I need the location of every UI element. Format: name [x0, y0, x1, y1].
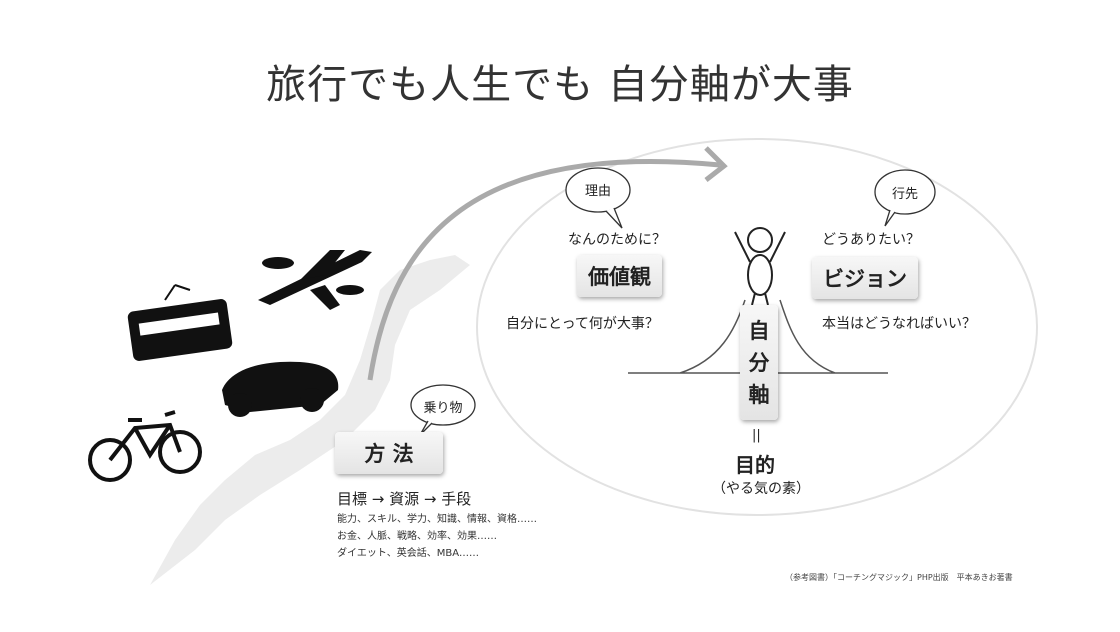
vision-box: ビジョン [812, 257, 918, 299]
vehicle-bubble-text: 乗り物 [423, 401, 463, 416]
method-flow: 目標 → 資源 → 手段 [337, 490, 472, 508]
values-box: 価値観 [577, 255, 662, 297]
example-line: ダイエット、英会話、MBA…… [337, 548, 480, 559]
self-axis-box: 自 分 軸 [740, 305, 778, 420]
purpose-subtext: （やる気の素） [712, 481, 810, 497]
airplane-icon [258, 250, 372, 310]
axis-char: 自 [748, 318, 770, 343]
bicycle-icon [88, 410, 202, 482]
tram-icon [127, 284, 233, 361]
method-box: 方 法 [335, 432, 443, 474]
japan-map [150, 255, 470, 585]
reason-bubble-text: 理由 [584, 184, 611, 199]
values-subtext: 自分にとって何が大事？ [506, 316, 659, 332]
speech-bubbles [410, 167, 936, 436]
reference-note: （参考図書）「コーチングマジック」PHP出版 平本あきお著書 [785, 573, 1013, 582]
example-line: 能力、スキル、学力、知識、情報、資格…… [337, 514, 537, 525]
example-line: お金、人脈、戦略、効率、効果…… [337, 531, 497, 542]
person-icon [734, 227, 786, 306]
values-question: なんのために？ [568, 232, 666, 248]
axis-char: 分 [748, 350, 770, 375]
car-icon [222, 361, 339, 417]
axis-char: 軸 [748, 382, 770, 407]
equals-sign: || [752, 428, 761, 443]
vision-question: どうありたい？ [822, 232, 920, 248]
slide-title: 旅行でも人生でも 自分軸が大事 [266, 62, 854, 108]
purpose-label: 目的 [735, 453, 775, 477]
journey-arrow [367, 158, 721, 381]
destination-bubble-text: 行先 [891, 187, 918, 202]
vision-subtext: 本当はどうなればいい？ [822, 316, 976, 332]
arrowhead-icon [704, 146, 728, 182]
